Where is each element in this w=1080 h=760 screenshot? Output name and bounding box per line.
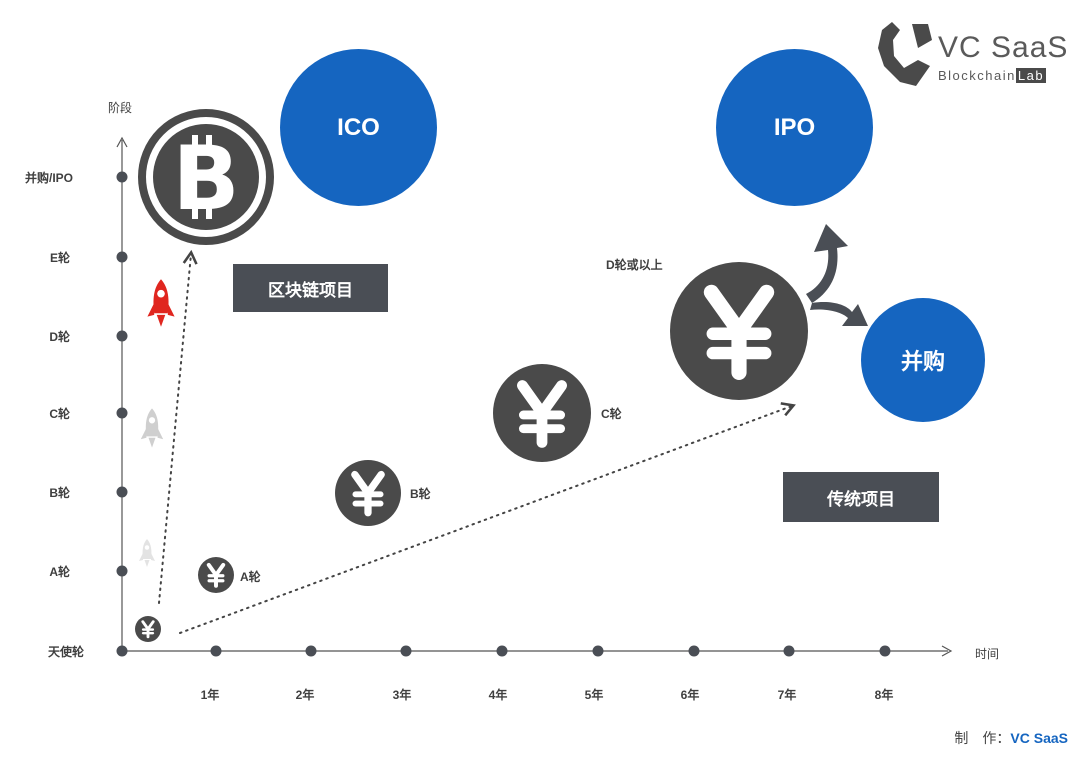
y-tick-label: D轮 (49, 330, 70, 344)
x-tick-label: 8年 (874, 688, 894, 702)
y-tick-label: B轮 (49, 486, 70, 500)
y-axis-title: 阶段 (108, 101, 133, 115)
yuan-icon (198, 557, 234, 593)
x-tick-label: 3年 (392, 688, 412, 702)
x-tick-dot (400, 645, 412, 657)
y-tick-dot (116, 486, 128, 498)
x-tick-dot (496, 645, 508, 657)
bitcoin-icon: B (138, 109, 274, 245)
x-tick-label: 6年 (680, 688, 700, 702)
y-tick-dot (116, 565, 128, 577)
ipo-circle: IPO (716, 49, 873, 206)
y-tick-label: C轮 (49, 407, 70, 421)
traditional-path-arrow (179, 402, 796, 634)
rocket-icon (140, 408, 164, 448)
credit-brand: VC SaaS (1010, 730, 1068, 746)
y-tick-label: A轮 (49, 565, 70, 579)
logo-sub-blockchain: Blockchain (938, 68, 1016, 83)
vc-saas-logo-icon (878, 22, 932, 86)
x-tick-dot (210, 645, 222, 657)
x-tick-dot (305, 645, 317, 657)
x-tick-dot (783, 645, 795, 657)
y-tick-dot (116, 407, 128, 419)
blockchain-project-box: 区块链项目 (233, 264, 388, 312)
x-tick-label: 7年 (777, 688, 797, 702)
x-tick-label: 4年 (488, 688, 508, 702)
y-axis-arrow (116, 136, 128, 148)
x-tick-dot (688, 645, 700, 657)
credit-prefix: 制 作： (954, 730, 1011, 746)
traditional-project-box: 传统项目 (783, 472, 939, 522)
ico-circle: ICO (280, 49, 437, 206)
x-axis-title: 时间 (975, 647, 1000, 661)
round-c-label: C轮 (601, 407, 622, 421)
y-tick-dot (116, 645, 128, 657)
round-a-label: A轮 (240, 570, 261, 584)
x-tick-dot (592, 645, 604, 657)
x-axis-arrow (941, 645, 953, 657)
yuan-icon (670, 262, 808, 400)
x-tick-label: 2年 (295, 688, 315, 702)
yuan-icon (335, 460, 401, 526)
merger-circle: 并购 (861, 298, 985, 422)
y-tick-dot (116, 251, 128, 263)
y-tick-label: E轮 (49, 251, 70, 265)
y-tick-label: 天使轮 (47, 645, 84, 659)
x-tick-label: 1年 (200, 688, 220, 702)
x-tick-dot (879, 645, 891, 657)
round-d-label: D轮或以上 (606, 258, 663, 272)
round-b-label: B轮 (410, 487, 431, 501)
rocket-icon (147, 279, 175, 327)
y-tick-dot (116, 171, 128, 183)
yuan-icon (135, 616, 161, 642)
logo-sub-lab: Lab (1015, 68, 1047, 83)
split-arrow-icon (806, 224, 868, 326)
y-tick-label: 并购/IPO (24, 171, 73, 185)
credit-footer: 制 作：VC SaaS (954, 728, 1068, 748)
x-tick-label: 5年 (584, 688, 604, 702)
y-tick-dot (116, 330, 128, 342)
rocket-icon (139, 539, 155, 567)
yuan-icon (493, 364, 591, 462)
logo-main-text: VC SaaS (938, 31, 1069, 64)
blockchain-path-arrow (158, 249, 198, 604)
